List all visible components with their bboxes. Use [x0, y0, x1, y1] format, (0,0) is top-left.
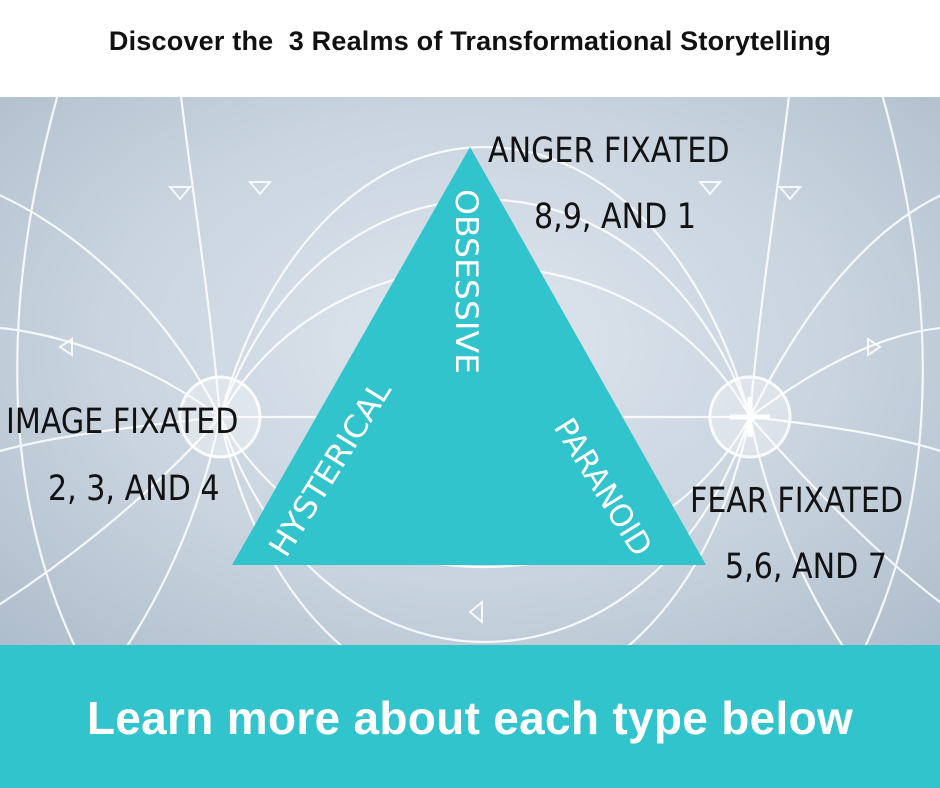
- negative-charge-icon: [178, 375, 262, 459]
- positive-charge-icon: [708, 375, 792, 459]
- page-title: Discover the 3 Realms of Transformationa…: [108, 26, 832, 56]
- header: Discover the 3 Realms of Transformationa…: [0, 0, 940, 97]
- anger-fixated-title: ANGER FIXATED: [488, 131, 730, 171]
- image-fixated-types: 2, 3, AND 4: [48, 469, 220, 509]
- cta-banner[interactable]: Learn more about each type below: [0, 645, 940, 788]
- anger-fixated-types: 8,9, AND 1: [534, 197, 697, 237]
- diagram-area: OBSESSIVE HYSTERICAL PARANOID ANGER FIXA…: [0, 97, 940, 645]
- realms-triangle: [232, 147, 706, 565]
- field-lines-background: OBSESSIVE HYSTERICAL PARANOID: [0, 97, 940, 645]
- image-fixated-title: IMAGE FIXATED: [6, 402, 239, 442]
- fear-fixated-title: FEAR FIXATED: [690, 481, 904, 521]
- cta-text[interactable]: Learn more about each type below: [86, 692, 854, 744]
- side-label-obsessive: OBSESSIVE: [448, 189, 484, 374]
- fear-fixated-types: 5,6, AND 7: [725, 547, 888, 587]
